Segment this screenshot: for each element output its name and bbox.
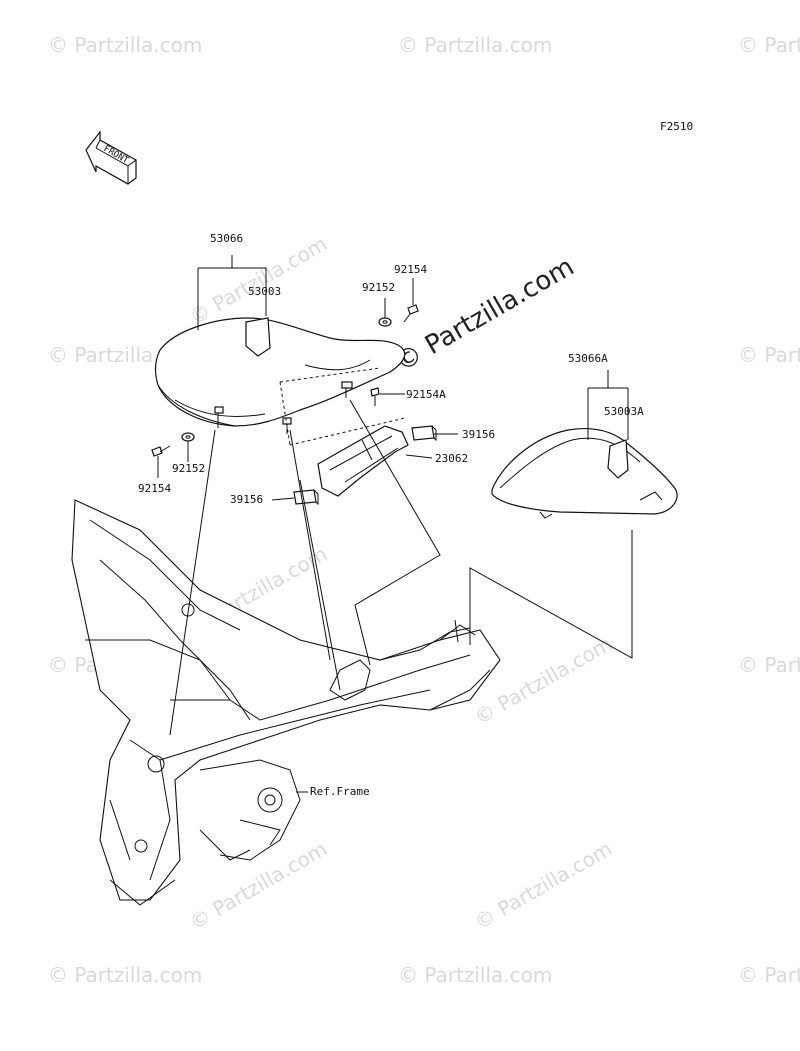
callout-53066[interactable]: 53066 [210, 232, 243, 245]
front-arrow-icon: FRONT [85, 130, 137, 185]
pillion-seat [491, 427, 678, 519]
leader-lines [157, 255, 633, 793]
callout-39156-right[interactable]: 39156 [462, 428, 495, 441]
watermark: © Partzilla.com [738, 33, 800, 57]
callouts: 53066 53003 92154 92152 92154A 39156 230… [138, 232, 644, 798]
callout-92154-top[interactable]: 92154 [394, 263, 427, 276]
callout-39156-left[interactable]: 39156 [230, 493, 263, 506]
callout-23062[interactable]: 23062 [435, 452, 468, 465]
watermark: © Partzilla.com [398, 33, 552, 57]
watermark: © Partzilla.com [48, 33, 202, 57]
callout-92154a[interactable]: 92154A [406, 388, 446, 401]
callout-53003[interactable]: 53003 [248, 285, 281, 298]
watermark: © Partzilla.com [186, 836, 332, 934]
hardware [151, 304, 437, 506]
watermark: © Partzilla.com [738, 343, 800, 367]
watermark: © Partzilla.com [471, 631, 617, 729]
watermark: © Partzilla.com [471, 836, 617, 934]
callout-92154-left[interactable]: 92154 [138, 482, 171, 495]
watermark: © Partzilla.com [398, 963, 552, 987]
frame [71, 499, 501, 906]
watermark: © Partzilla.com [186, 231, 332, 329]
callout-92152-top[interactable]: 92152 [362, 281, 395, 294]
watermark: © Partzilla.com [48, 963, 202, 987]
callout-53066a[interactable]: 53066A [568, 352, 608, 365]
rider-seat [154, 317, 406, 434]
watermark: © Partzilla.com [738, 653, 800, 677]
callout-92152-left[interactable]: 92152 [172, 462, 205, 475]
callout-ref-frame[interactable]: Ref.Frame [310, 785, 370, 798]
callout-53003a[interactable]: 53003A [604, 405, 644, 418]
watermark: © Partzilla.com [738, 963, 800, 987]
figure-code: F2510 [660, 120, 693, 133]
